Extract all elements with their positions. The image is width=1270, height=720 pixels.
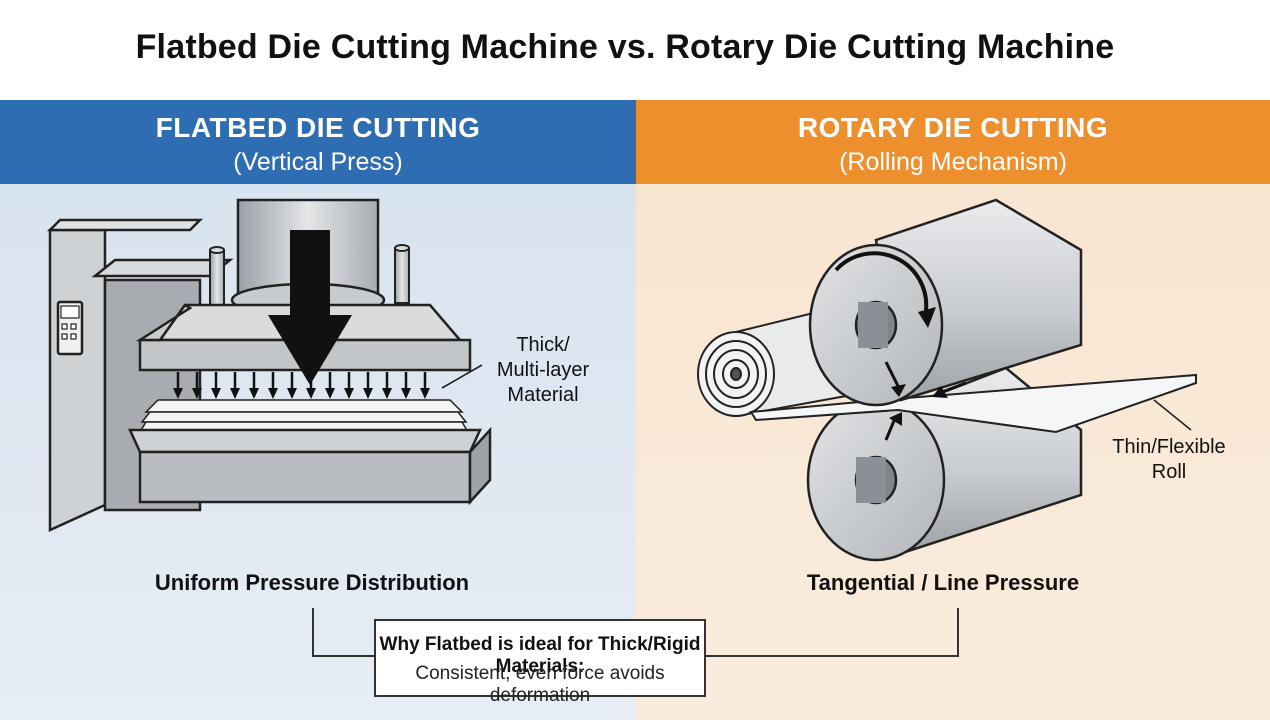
flatbed-heading: FLATBED DIE CUTTING bbox=[155, 112, 481, 143]
flatbed-subheading: (Vertical Press) bbox=[233, 148, 403, 176]
flatbed-material-label: Thick/ Multi-layer Material bbox=[488, 333, 598, 408]
pressure-arrows bbox=[173, 372, 430, 399]
lower-bed bbox=[128, 426, 492, 506]
rotation-arrow bbox=[834, 251, 929, 311]
pressure-arrow-head bbox=[363, 388, 373, 399]
roll-callout-line bbox=[1153, 399, 1192, 431]
pressure-arrow-head bbox=[230, 388, 240, 399]
control-panel-icon bbox=[60, 305, 80, 340]
upper-cylinder bbox=[808, 198, 1083, 407]
guide-pillars bbox=[209, 244, 410, 306]
pressure-arrow-head bbox=[249, 388, 259, 399]
flatbed-caption: Uniform Pressure Distribution bbox=[154, 570, 470, 595]
flatbed-header: FLATBED DIE CUTTING (Vertical Press) bbox=[0, 100, 636, 184]
pressure-arrow-head bbox=[344, 388, 354, 399]
pressure-arrow-head bbox=[268, 388, 278, 399]
rotary-material-label-line2: Roll bbox=[1151, 461, 1187, 483]
flatbed-material-label-line3: Material bbox=[507, 384, 579, 406]
material-callout-line bbox=[441, 364, 483, 389]
pressure-arrow-head bbox=[306, 388, 316, 399]
pressure-arrow-head bbox=[325, 388, 335, 399]
rotary-material-label-line1: Thin/Flexible bbox=[1112, 436, 1226, 458]
rotary-roller-illustration bbox=[697, 198, 1197, 562]
pressure-arrow-head bbox=[401, 388, 411, 399]
flatbed-panel: FLATBED DIE CUTTING (Vertical Press) bbox=[0, 100, 636, 720]
pressure-arrow-head bbox=[420, 388, 430, 399]
conclusion-box: Why Flatbed is ideal for Thick/Rigid Mat… bbox=[374, 619, 706, 706]
pressure-arrow-head bbox=[382, 388, 392, 399]
pressure-arrow-head bbox=[173, 388, 183, 399]
rotary-caption: Tangential / Line Pressure bbox=[806, 570, 1080, 595]
rotary-header: ROTARY DIE CUTTING (Rolling Mechanism) bbox=[636, 100, 1270, 184]
flatbed-material-label-line1: Thick/ bbox=[516, 334, 570, 356]
rotary-material-label: Thin/Flexible Roll bbox=[1094, 435, 1244, 485]
flatbed-material-label-line2: Multi-layer bbox=[496, 359, 590, 381]
nip-pressure-arrows bbox=[884, 361, 967, 441]
rotary-subheading: (Rolling Mechanism) bbox=[839, 148, 1067, 176]
large-force-arrow bbox=[268, 230, 352, 385]
pressure-arrow-head bbox=[192, 388, 202, 399]
rotary-heading: ROTARY DIE CUTTING bbox=[797, 112, 1109, 143]
page-title: Flatbed Die Cutting Machine vs. Rotary D… bbox=[135, 28, 1115, 66]
conclusion-title: Why Flatbed is ideal for Thick/Rigid Mat… bbox=[379, 634, 701, 677]
pressure-arrow-head bbox=[211, 388, 221, 399]
conclusion-body: Consistent, even force avoids deformatio… bbox=[415, 663, 665, 706]
flatbed-press-illustration bbox=[46, 198, 492, 532]
rotary-panel: ROTARY DIE CUTTING (Rolling Mechanism) bbox=[636, 100, 1270, 720]
pressure-arrow-head bbox=[287, 388, 297, 399]
